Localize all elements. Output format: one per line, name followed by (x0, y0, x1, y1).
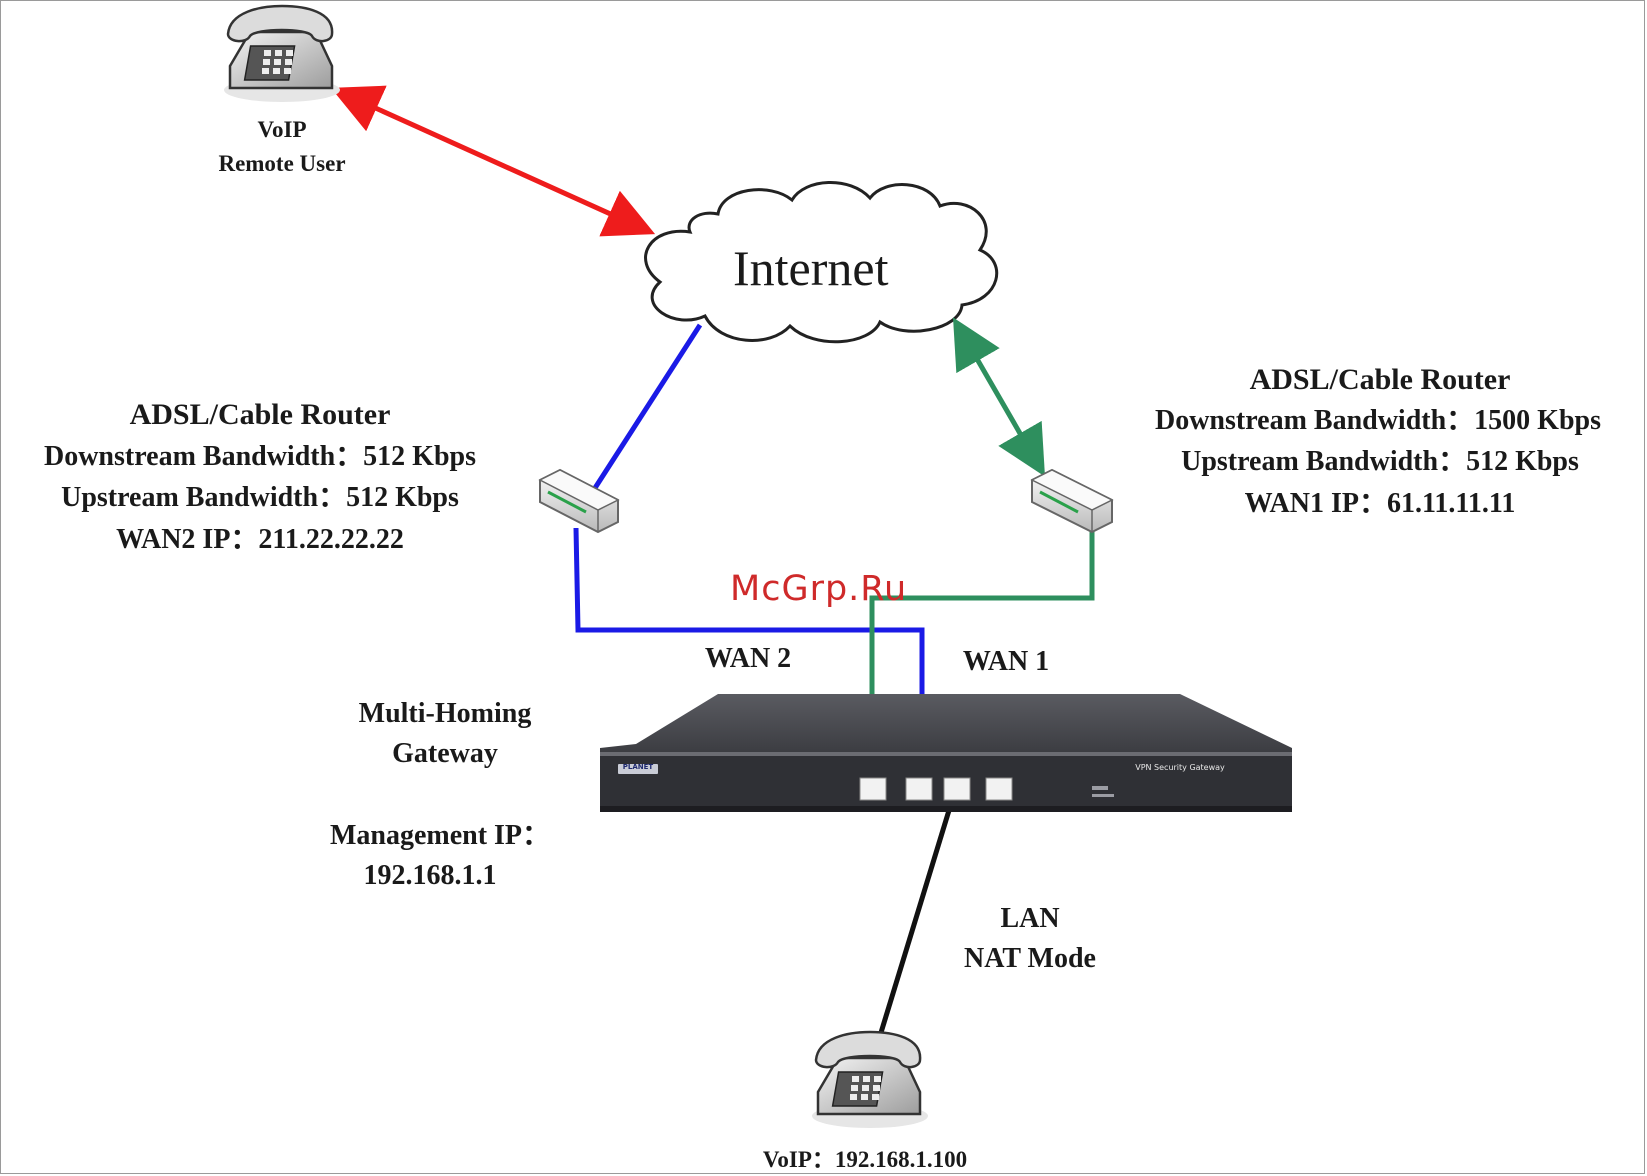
lan-link-line (869, 793, 957, 1063)
wan2-uplink-line (592, 323, 703, 490)
remote-phone-label-line1: VoIP (257, 117, 307, 142)
nat-mode-label: NAT Mode (964, 943, 1096, 974)
remote-phone-label-line2: Remote User (218, 151, 346, 176)
internet-cloud (644, 181, 999, 344)
gateway-label-line1: Multi-Homing (358, 698, 532, 729)
lan-port (943, 777, 971, 801)
local-phone-icon (812, 1030, 928, 1128)
router-right-title: ADSL/Cable Router (1249, 363, 1511, 396)
router-left-downstream: Downstream Bandwidth：512 Kbps (43, 441, 477, 472)
internet-label: Internet (733, 240, 889, 296)
remote-link-line (330, 85, 656, 237)
dmz-port (985, 777, 1013, 801)
router-left-wan-ip: WAN2 IP：211.22.22.22 (116, 524, 404, 555)
wan1-uplink-line (952, 317, 1046, 477)
wan2-label: WAN 2 (704, 643, 792, 674)
router-right-upstream: Upstream Bandwidth：512 Kbps (1181, 446, 1579, 477)
wan2-port (905, 777, 933, 801)
wan1-port (859, 777, 887, 801)
management-ip-label: Management IP： (329, 820, 551, 851)
router-right-wan-ip: WAN1 IP：61.11.11.11 (1244, 488, 1516, 519)
remote-phone-icon (224, 4, 340, 102)
gateway-brand: PLANET (622, 763, 654, 771)
gateway-device: VPN Security Gateway (600, 694, 1292, 812)
watermark: McGrp.Ru (730, 569, 908, 609)
router-right-icon (1030, 468, 1114, 534)
local-phone-label: VoIP：192.168.1.100 (762, 1147, 968, 1172)
management-ip-value: 192.168.1.1 (363, 860, 497, 891)
lan-label: LAN (1000, 903, 1060, 934)
wan1-label: WAN 1 (962, 646, 1050, 677)
gateway-front-title: VPN Security Gateway (1135, 763, 1225, 772)
router-left-icon (538, 468, 620, 534)
router-left-upstream: Upstream Bandwidth：512 Kbps (61, 482, 459, 513)
router-left-title: ADSL/Cable Router (129, 398, 391, 431)
router-right-downstream: Downstream Bandwidth：1500 Kbps (1154, 405, 1602, 436)
gateway-label-line2: Gateway (392, 738, 498, 769)
